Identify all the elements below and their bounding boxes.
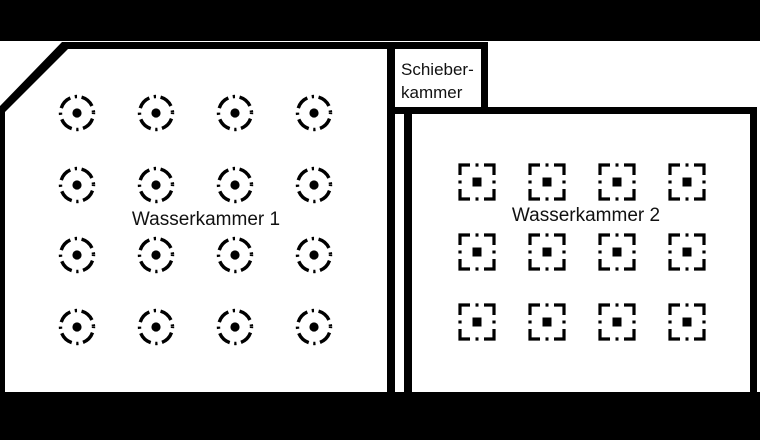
wall-mid-horizontal: [387, 107, 757, 114]
wall-wasserkammer2-right: [750, 107, 757, 392]
pillar-circle-dashdot-icon: [137, 308, 175, 346]
pillar-square-dashdot-icon: [528, 163, 566, 201]
label-schieberkammer-line2: kammer: [401, 83, 463, 102]
pillar-square-dashdot-icon: [668, 303, 706, 341]
pillar-circle-dashdot-icon: [295, 308, 333, 346]
pillar-square-dashdot-icon: [598, 303, 636, 341]
walls: [0, 42, 757, 392]
pillar-square-dashdot-icon: [458, 303, 496, 341]
pillar-circle-dashdot-icon: [58, 166, 96, 204]
pillar-circle-dashdot-icon: [137, 166, 175, 204]
wasserkammer1-pillar-grid: [58, 94, 333, 346]
label-wasserkammer-1: Wasserkammer 1: [131, 209, 281, 230]
label-schieberkammer-line1: Schieber-: [401, 60, 474, 79]
wall-left: [0, 106, 5, 392]
pillar-square-dashdot-icon: [668, 233, 706, 271]
pillar-circle-dashdot-icon: [216, 308, 254, 346]
pillar-circle-dashdot-icon: [295, 236, 333, 274]
pillar-circle-dashdot-icon: [216, 166, 254, 204]
label-schieberkammer: Schieber- kammer: [401, 58, 485, 104]
pillar-circle-dashdot-icon: [216, 236, 254, 274]
wall-top: [62, 42, 488, 49]
pillar-circle-dashdot-icon: [58, 308, 96, 346]
wasserkammer2-pillar-grid: [458, 163, 706, 341]
pillar-square-dashdot-icon: [458, 233, 496, 271]
pillar-circle-dashdot-icon: [295, 166, 333, 204]
pillar-square-dashdot-icon: [458, 163, 496, 201]
pillar-circle-dashdot-icon: [137, 236, 175, 274]
pillar-circle-dashdot-icon: [137, 94, 175, 132]
pillar-square-dashdot-icon: [528, 303, 566, 341]
wall-wasserkammer1-right: [387, 42, 395, 392]
pillar-square-dashdot-icon: [528, 233, 566, 271]
pillar-square-dashdot-icon: [668, 163, 706, 201]
pillar-square-dashdot-icon: [598, 233, 636, 271]
wall-schieberkammer-right: [481, 42, 488, 114]
pillar-circle-dashdot-icon: [58, 94, 96, 132]
wall-corner-diagonal: [0, 42, 68, 112]
pillar-square-dashdot-icon: [598, 163, 636, 201]
pillar-circle-dashdot-icon: [58, 236, 96, 274]
wall-wasserkammer2-left: [404, 107, 412, 392]
pillar-circle-dashdot-icon: [216, 94, 254, 132]
pillar-circle-dashdot-icon: [295, 94, 333, 132]
label-wasserkammer-2: Wasserkammer 2: [511, 205, 661, 226]
